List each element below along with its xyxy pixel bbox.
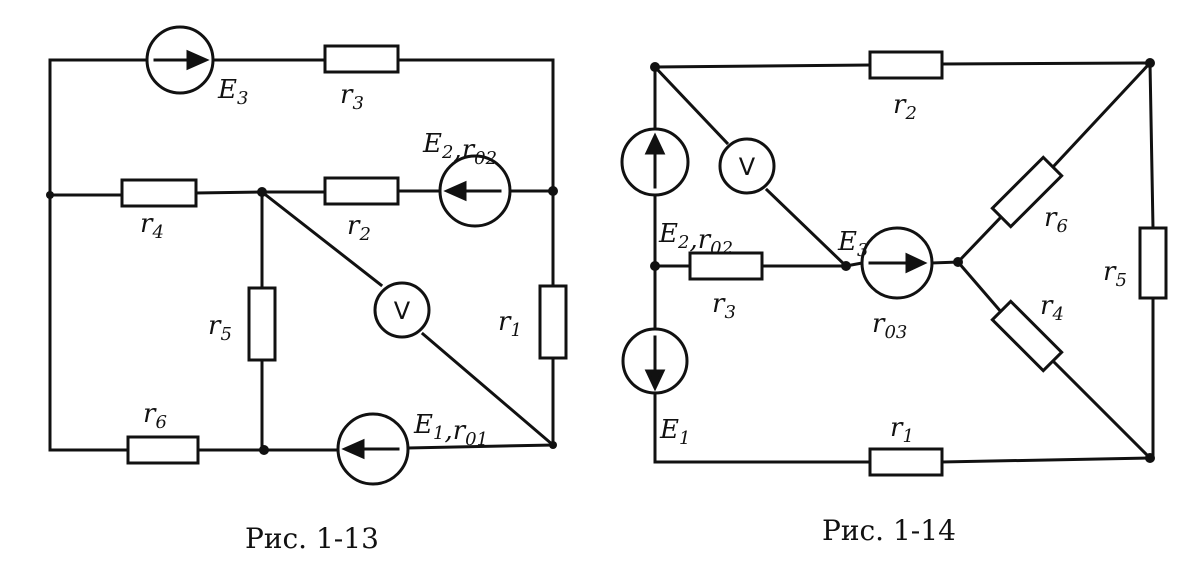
- fig14-label-E1: E1: [659, 415, 690, 449]
- fig13-label-r6: r6: [143, 399, 167, 433]
- fig14-resistor-r6: [990, 155, 1064, 229]
- fig13-source-E1: [336, 412, 410, 486]
- fig14-label-V: V: [739, 153, 756, 181]
- fig13-resistor-r1: [538, 284, 568, 360]
- fig13-wires: [48, 58, 556, 452]
- fig13-node: [549, 441, 557, 449]
- fig13-node: [548, 186, 558, 196]
- fig14-label-r6: r6: [1044, 203, 1068, 237]
- fig13-label-r4: r4: [140, 209, 164, 243]
- fig14-label-r1: r1: [890, 413, 914, 447]
- figure-1-14: V r2 r6 E2,r02 E3 r5 r3 r03 r4 E1 r1 Рис…: [620, 50, 1168, 547]
- fig13-label-E3: E3: [217, 75, 248, 109]
- fig13-source-E2: [438, 154, 512, 228]
- fig14-label-r03: r03: [872, 309, 907, 343]
- fig14-source-E2: [620, 127, 690, 197]
- fig13-label-r3: r3: [340, 80, 364, 114]
- fig14-label-r4: r4: [1040, 291, 1064, 325]
- fig14-wires: [652, 60, 1155, 464]
- fig14-node: [1145, 58, 1155, 68]
- figure-1-13: V E3 r3 E2,r02 r4 r2 r5 r1 r6 E1,r01 Рис…: [46, 25, 568, 555]
- fig13-label-r1: r1: [498, 307, 522, 341]
- fig14-node: [1145, 453, 1155, 463]
- fig14-resistor-r2: [868, 50, 944, 80]
- fig14-node: [650, 62, 660, 72]
- fig13-caption: Рис. 1-13: [245, 522, 379, 555]
- fig13-node: [46, 191, 54, 199]
- fig14-label-r3: r3: [712, 289, 736, 323]
- fig13-node: [257, 187, 267, 197]
- fig13-label-V: V: [394, 297, 411, 325]
- fig14-resistor-r5: [1138, 226, 1168, 300]
- fig14-label-E2r02: E2,r02: [658, 219, 733, 259]
- fig14-source-E3: [860, 226, 934, 300]
- fig13-source-E3: [145, 25, 215, 95]
- fig13-voltmeter: V: [373, 281, 431, 339]
- fig14-resistor-r4: [990, 299, 1064, 373]
- fig13-node: [259, 445, 269, 455]
- fig14-voltmeter: V: [718, 137, 776, 195]
- fig13-resistor-r3: [323, 44, 400, 74]
- fig13-resistor-r6: [126, 435, 200, 465]
- fig13-label-E2r02: E2,r02: [422, 129, 497, 169]
- fig14-source-E1: [621, 327, 689, 395]
- fig14-caption: Рис. 1-14: [822, 514, 956, 547]
- fig14-label-r2: r2: [893, 90, 917, 124]
- fig14-node: [953, 257, 963, 267]
- fig13-label-E1r01: E1,r01: [413, 410, 488, 450]
- fig14-node: [841, 261, 851, 271]
- fig13-resistor-r2: [323, 176, 400, 206]
- fig14-label-E3: E3: [837, 227, 868, 261]
- fig14-node: [650, 261, 660, 271]
- fig13-label-r5: r5: [208, 311, 232, 345]
- fig14-resistor-r1: [868, 447, 944, 477]
- fig13-resistor-r4: [120, 178, 198, 208]
- fig13-resistor-r5: [247, 286, 277, 362]
- fig14-label-r5: r5: [1103, 257, 1127, 291]
- fig13-label-r2: r2: [347, 211, 371, 245]
- fig14-resistor-r3: [688, 251, 764, 281]
